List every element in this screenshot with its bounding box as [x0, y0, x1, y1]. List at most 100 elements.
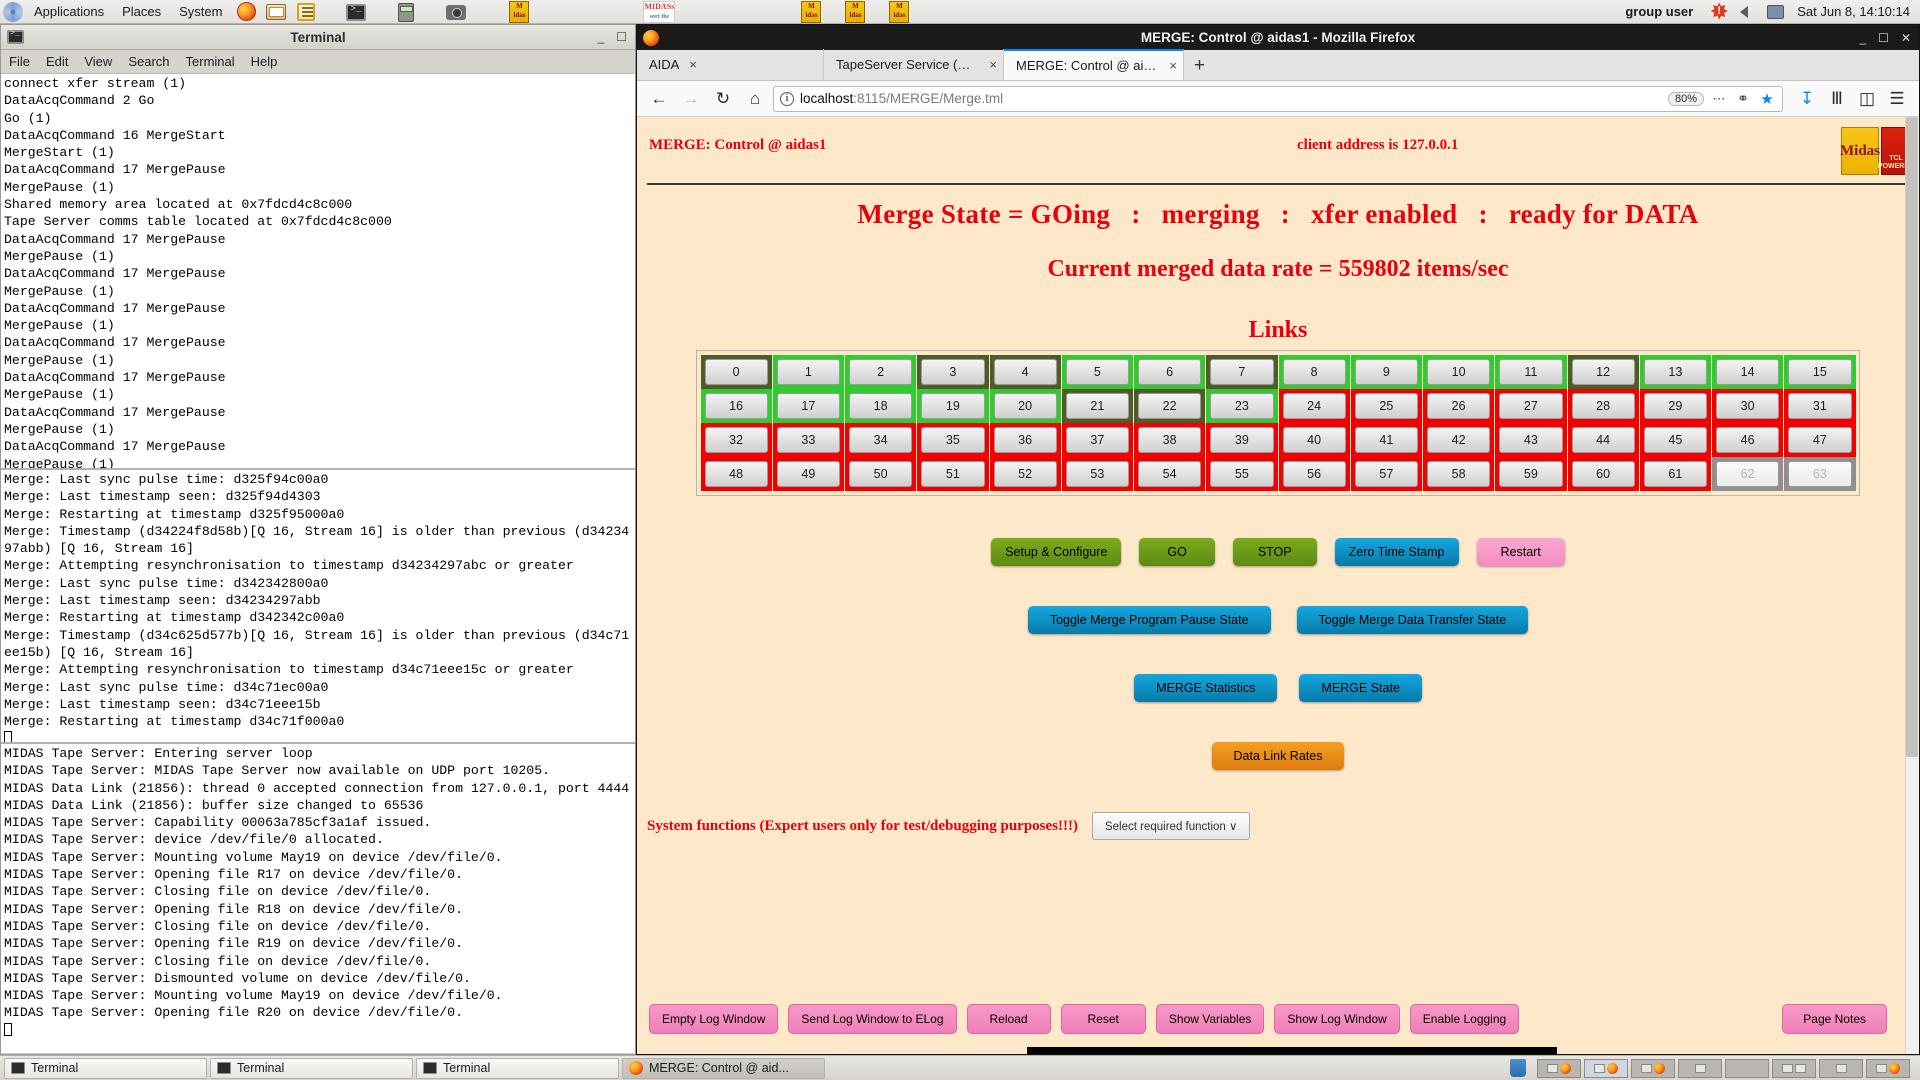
link-cell-44[interactable]: 44	[1567, 423, 1639, 457]
downloads-icon[interactable]: ↧	[1799, 88, 1815, 108]
setup-configure-button[interactable]: Setup & Configure	[991, 538, 1122, 566]
menu-icon[interactable]: ☰	[1889, 88, 1905, 108]
data-link-rates-button[interactable]: Data Link Rates	[1211, 742, 1345, 770]
minimize-button[interactable]: _	[1859, 30, 1867, 45]
send-log-to-elog-button[interactable]: Send Log Window to ELog	[788, 1004, 957, 1034]
link-cell-45[interactable]: 45	[1639, 423, 1711, 457]
link-cell-43[interactable]: 43	[1495, 423, 1567, 457]
stop-button[interactable]: STOP	[1232, 538, 1317, 566]
link-cell-22[interactable]: 22	[1134, 389, 1206, 423]
link-cell-15[interactable]: 15	[1784, 355, 1856, 389]
link-cell-41[interactable]: 41	[1350, 423, 1422, 457]
link-cell-6[interactable]: 6	[1134, 355, 1206, 389]
maximize-button[interactable]: ☐	[616, 30, 627, 44]
link-cell-31[interactable]: 31	[1784, 389, 1856, 423]
tab-aida[interactable]: AIDA ×	[637, 49, 824, 80]
show-log-window-button[interactable]: Show Log Window	[1274, 1004, 1400, 1034]
panel-clock[interactable]: Sat Jun 8, 14:10:14	[1797, 4, 1910, 19]
terminal-titlebar[interactable]: Terminal _ ☐	[1, 25, 635, 50]
page-actions-icon[interactable]: ⋯	[1712, 90, 1726, 106]
pocket-icon[interactable]: ⚭	[1737, 90, 1749, 106]
merge-state-button[interactable]: MERGE State	[1299, 674, 1422, 702]
close-button[interactable]: ✕	[1900, 30, 1911, 45]
new-tab-button[interactable]: +	[1194, 55, 1206, 76]
link-cell-34[interactable]: 34	[845, 423, 917, 457]
toggle-merge-pause-button[interactable]: Toggle Merge Program Pause State	[1027, 606, 1271, 634]
maximize-button[interactable]: ☐	[1878, 30, 1889, 45]
menu-edit[interactable]: Edit	[45, 53, 69, 69]
text-editor-icon[interactable]	[293, 1, 319, 23]
workspace-3[interactable]	[1631, 1058, 1675, 1078]
link-cell-7[interactable]: 7	[1206, 355, 1278, 389]
reload-button[interactable]: Reload	[966, 1004, 1051, 1034]
terminal-icon[interactable]	[343, 1, 369, 23]
page-notes-button[interactable]: Page Notes	[1782, 1004, 1887, 1034]
link-cell-2[interactable]: 2	[845, 355, 917, 389]
go-button[interactable]: GO	[1139, 538, 1215, 566]
menu-view[interactable]: View	[84, 53, 113, 69]
workspace-6[interactable]	[1772, 1058, 1816, 1078]
trash-icon[interactable]	[1510, 1059, 1526, 1077]
link-cell-57[interactable]: 57	[1350, 457, 1422, 491]
workspace-8[interactable]	[1866, 1058, 1910, 1078]
link-cell-18[interactable]: 18	[845, 389, 917, 423]
link-cell-47[interactable]: 47	[1784, 423, 1856, 457]
link-cell-39[interactable]: 39	[1206, 423, 1278, 457]
link-cell-13[interactable]: 13	[1639, 355, 1711, 389]
link-cell-32[interactable]: 32	[700, 423, 772, 457]
link-cell-50[interactable]: 50	[845, 457, 917, 491]
link-cell-36[interactable]: 36	[989, 423, 1061, 457]
terminal-pane-tapeserver[interactable]: MIDAS Tape Server: Entering server loop …	[1, 744, 635, 1053]
forward-icon[interactable]: →	[682, 88, 700, 108]
screenshot-icon[interactable]	[443, 1, 469, 23]
alert-icon[interactable]	[1709, 2, 1729, 22]
taskbar-item-terminal-3[interactable]: Terminal	[416, 1057, 619, 1079]
midassort-icon[interactable]: MIDASsortsort the future!	[643, 0, 677, 23]
scrollbar-thumb[interactable]	[1906, 117, 1918, 757]
link-cell-51[interactable]: 51	[917, 457, 989, 491]
restart-button[interactable]: Restart	[1476, 538, 1565, 566]
calculator-icon[interactable]	[393, 1, 419, 23]
bookmark-star-icon[interactable]: ★	[1760, 90, 1774, 108]
link-cell-46[interactable]: 46	[1712, 423, 1784, 457]
menu-terminal[interactable]: Terminal	[185, 53, 235, 69]
workspace-7[interactable]	[1819, 1058, 1863, 1078]
workspace-5[interactable]	[1725, 1058, 1769, 1078]
workspace-1[interactable]	[1537, 1058, 1581, 1078]
back-icon[interactable]: ←	[650, 88, 668, 108]
close-icon[interactable]: ×	[989, 57, 997, 72]
close-icon[interactable]: ×	[689, 57, 697, 72]
link-cell-60[interactable]: 60	[1567, 457, 1639, 491]
gnome-logo-icon[interactable]	[3, 1, 23, 22]
link-cell-25[interactable]: 25	[1350, 389, 1422, 423]
link-cell-42[interactable]: 42	[1423, 423, 1495, 457]
select-function-dropdown[interactable]: Select required function ∨	[1091, 812, 1251, 840]
link-cell-33[interactable]: 33	[772, 423, 844, 457]
workspace-2[interactable]	[1584, 1058, 1628, 1078]
link-cell-58[interactable]: 58	[1423, 457, 1495, 491]
link-cell-9[interactable]: 9	[1350, 355, 1422, 389]
link-cell-56[interactable]: 56	[1278, 457, 1350, 491]
link-cell-49[interactable]: 49	[772, 457, 844, 491]
tab-merge-control[interactable]: MERGE: Control @ aidas1 ×	[1004, 49, 1184, 80]
link-cell-3[interactable]: 3	[917, 355, 989, 389]
firefox-icon[interactable]	[233, 1, 259, 23]
network-icon[interactable]	[1765, 2, 1785, 22]
sidebar-icon[interactable]: ◫	[1858, 88, 1876, 108]
link-cell-1[interactable]: 1	[772, 355, 844, 389]
zoom-level-badge[interactable]: 80%	[1667, 91, 1704, 106]
link-cell-61[interactable]: 61	[1639, 457, 1711, 491]
link-cell-63[interactable]: 63	[1784, 457, 1856, 491]
menu-places[interactable]: Places	[122, 3, 162, 19]
link-cell-10[interactable]: 10	[1423, 355, 1495, 389]
home-icon[interactable]: ⌂	[749, 88, 761, 108]
link-cell-28[interactable]: 28	[1567, 389, 1639, 423]
volume-icon[interactable]	[1737, 2, 1757, 22]
menu-system[interactable]: System	[179, 3, 223, 19]
link-cell-37[interactable]: 37	[1061, 423, 1133, 457]
link-cell-59[interactable]: 59	[1495, 457, 1567, 491]
